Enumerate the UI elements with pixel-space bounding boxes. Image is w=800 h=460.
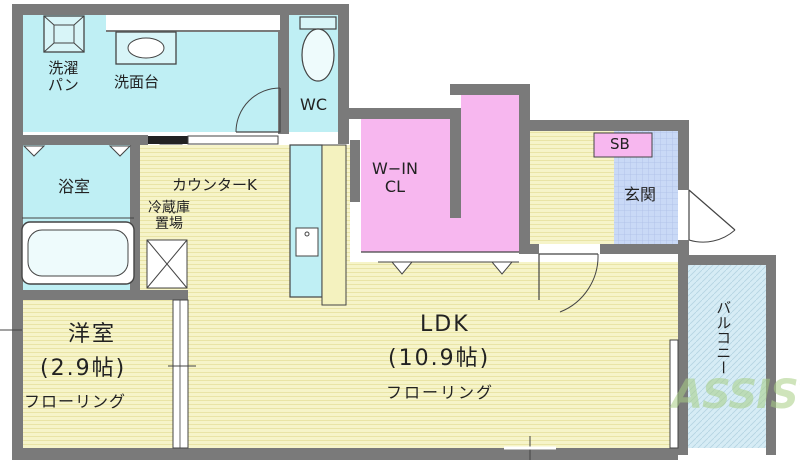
counter-kitchen-label: カウンターK <box>172 176 257 194</box>
entrance-label: 玄関 <box>624 185 657 204</box>
balcony-label: バルコニー <box>714 300 733 375</box>
toilet-bowl <box>301 28 335 82</box>
western-size-label: (2.9帖) <box>40 356 127 381</box>
walk-in-closet-label: W−IN CL <box>372 159 418 197</box>
bathroom-label: 浴室 <box>58 177 91 196</box>
kitchen-counter <box>289 144 323 298</box>
laundry-pan-label: 洗濯 パン <box>48 59 79 95</box>
ldk-floor-label: フローリング <box>386 383 495 402</box>
ldk-label: LDK <box>420 312 470 337</box>
assist-logo: ASSIST <box>672 372 800 418</box>
wc-label: WC <box>300 95 327 114</box>
shoe-box <box>593 132 653 158</box>
walk-in-closet-floor <box>361 119 450 252</box>
ldk-floor <box>188 262 678 448</box>
toilet-tank <box>299 16 337 30</box>
western-floor-label: フローリング <box>24 392 127 411</box>
shoe-box-label: SB <box>610 135 630 153</box>
western-room-label: 洋室 <box>68 322 117 347</box>
ldk-door <box>538 253 598 300</box>
wc-door <box>236 88 281 133</box>
balcony-floor <box>688 265 766 448</box>
washbasin-label: 洗面台 <box>114 73 160 91</box>
fridge-space-label: 冷蔵庫 置場 <box>148 200 190 233</box>
western-room-floor <box>23 300 173 448</box>
entrance-door <box>688 189 736 240</box>
ldk-size-label: (10.9帖) <box>388 346 491 371</box>
